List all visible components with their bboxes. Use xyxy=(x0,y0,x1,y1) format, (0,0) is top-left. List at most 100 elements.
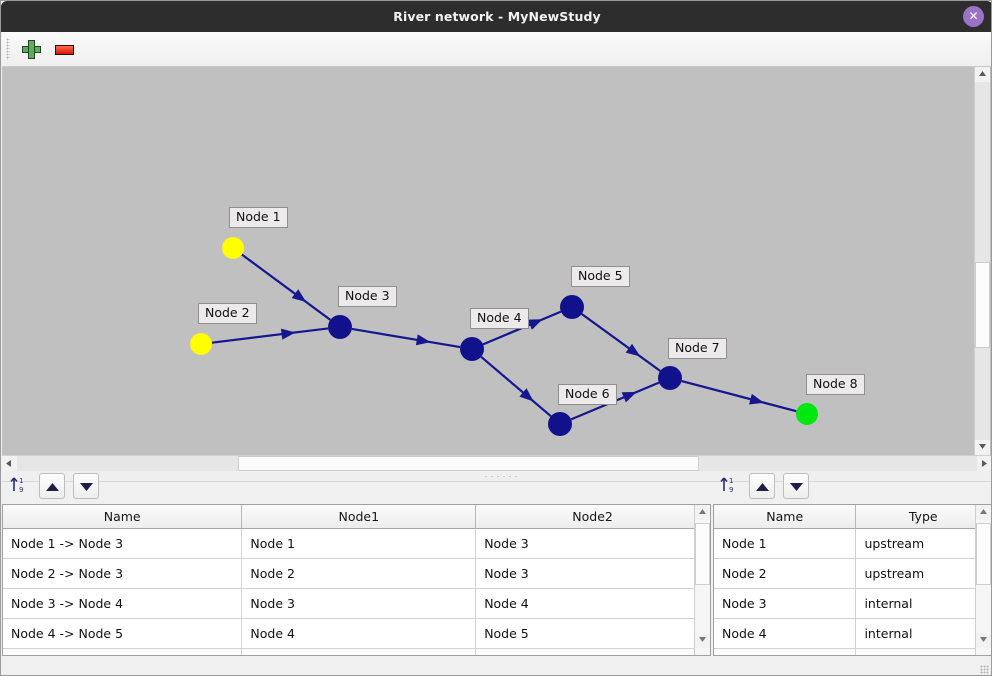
table-cell[interactable]: Node 3 xyxy=(475,558,710,589)
edge-arrow-icon xyxy=(415,334,431,346)
edge-arrow-icon xyxy=(519,388,534,402)
node-label[interactable]: Node 8 xyxy=(806,374,865,395)
nodes-move-up-button[interactable] xyxy=(749,473,775,499)
river-network-canvas[interactable]: Node 1 Node 2 Node 3 Node 4 Node 5 Node 6 Node… xyxy=(2,67,991,455)
table-cell[interactable]: upstream xyxy=(855,558,991,589)
node-label[interactable]: Node 6 xyxy=(558,384,617,405)
graph-node[interactable] xyxy=(560,295,584,319)
table-cell[interactable] xyxy=(475,648,710,655)
connections-table-row[interactable] xyxy=(3,648,710,655)
table-cell[interactable] xyxy=(241,648,477,655)
table-cell[interactable]: Node 3 xyxy=(475,528,710,559)
table-cell[interactable]: Node 4 xyxy=(475,588,710,619)
graph-node[interactable] xyxy=(460,337,484,361)
connections-move-up-button[interactable] xyxy=(39,473,65,499)
graph-node[interactable] xyxy=(328,315,352,339)
node-label[interactable]: Node 4 xyxy=(470,308,529,329)
scroll-up-arrow[interactable] xyxy=(975,67,990,82)
graph-edge[interactable] xyxy=(681,379,797,413)
table-cell[interactable]: Node 3 -> Node 4 xyxy=(3,588,243,619)
graph-node[interactable] xyxy=(548,412,572,436)
graph-node[interactable] xyxy=(190,333,212,355)
toolbar-drag-handle[interactable] xyxy=(6,38,10,60)
graph-node[interactable] xyxy=(222,237,244,259)
table-cell[interactable]: Node 2 xyxy=(714,558,857,589)
table-cell[interactable] xyxy=(855,648,991,655)
canvas-horizontal-scrollbar[interactable] xyxy=(2,455,991,471)
node-label[interactable]: Node 5 xyxy=(571,266,630,287)
table-cell[interactable] xyxy=(3,648,243,655)
table-cell[interactable]: Node 3 xyxy=(241,588,477,619)
edge-arrow-icon xyxy=(621,391,637,403)
table-cell[interactable]: Node 1 -> Node 3 xyxy=(3,528,243,559)
table-cell[interactable]: Node 1 xyxy=(241,528,477,559)
network-graph xyxy=(190,237,818,436)
table-cell[interactable]: Node 2 xyxy=(241,558,477,589)
canvas-vertical-scrollbar[interactable] xyxy=(974,67,990,455)
scroll-left-arrow[interactable] xyxy=(2,456,17,471)
graph-edge[interactable] xyxy=(581,313,661,372)
table-cell[interactable]: upstream xyxy=(855,528,991,559)
node-label[interactable]: Node 1 xyxy=(229,207,288,228)
connections-sort-button[interactable]: 1 9 xyxy=(5,473,31,499)
node-label[interactable]: Node 2 xyxy=(198,303,257,324)
canvas-vscroll-thumb[interactable] xyxy=(975,262,990,348)
delete-node-button[interactable] xyxy=(54,39,76,60)
scroll-up-arrow[interactable] xyxy=(976,505,991,520)
table-cell[interactable] xyxy=(714,648,857,655)
graph-edge[interactable] xyxy=(241,253,331,321)
table-cell[interactable]: Node 4 xyxy=(714,618,857,649)
connections-scroll-thumb[interactable] xyxy=(695,523,710,585)
graph-node[interactable] xyxy=(658,366,682,390)
table-cell[interactable]: internal xyxy=(855,588,991,619)
nodes-table-scrollbar[interactable] xyxy=(975,505,991,655)
graph-edge[interactable] xyxy=(351,327,461,349)
connections-table-scrollbar[interactable] xyxy=(694,505,710,655)
nodes-scroll-thumb[interactable] xyxy=(976,523,991,585)
scroll-down-arrow[interactable] xyxy=(695,633,710,648)
add-node-button[interactable] xyxy=(21,39,43,60)
node-label[interactable]: Node 3 xyxy=(338,286,397,307)
column-header[interactable]: Type xyxy=(855,505,991,529)
scroll-down-arrow[interactable] xyxy=(975,440,990,455)
table-cell[interactable]: Node 1 xyxy=(714,528,857,559)
node-label[interactable]: Node 7 xyxy=(668,338,727,359)
resize-grip-icon[interactable] xyxy=(980,665,989,674)
column-header[interactable]: Node1 xyxy=(241,505,477,529)
table-cell[interactable]: Node 4 -> Node 5 xyxy=(3,618,243,649)
scroll-up-arrow[interactable] xyxy=(695,505,710,520)
table-cell[interactable]: Node 2 -> Node 3 xyxy=(3,558,243,589)
graph-edge[interactable] xyxy=(480,355,552,418)
graph-edge[interactable] xyxy=(211,327,329,344)
nodes-move-down-button[interactable] xyxy=(783,473,809,499)
close-button[interactable]: ✕ xyxy=(963,6,984,27)
edge-arrow-icon xyxy=(527,319,543,330)
panel-splitter[interactable] xyxy=(2,471,991,482)
nodes-table-row[interactable] xyxy=(714,648,991,655)
scroll-right-arrow[interactable] xyxy=(977,456,991,471)
table-cell[interactable]: Node 5 xyxy=(475,618,710,649)
column-header[interactable]: Name xyxy=(714,505,857,529)
column-header[interactable]: Name xyxy=(3,505,243,529)
scroll-down-arrow[interactable] xyxy=(976,633,991,648)
nodes-sort-button[interactable]: 1 9 xyxy=(715,473,741,499)
column-header[interactable]: Node2 xyxy=(475,505,710,529)
table-cell[interactable]: Node 4 xyxy=(241,618,477,649)
connections-move-down-button[interactable] xyxy=(73,473,99,499)
canvas-hscroll-thumb[interactable] xyxy=(238,456,699,471)
graph-node[interactable] xyxy=(796,403,818,425)
table-cell[interactable]: internal xyxy=(855,618,991,649)
window-status-strip xyxy=(2,656,991,675)
table-cell[interactable]: Node 3 xyxy=(714,588,857,619)
